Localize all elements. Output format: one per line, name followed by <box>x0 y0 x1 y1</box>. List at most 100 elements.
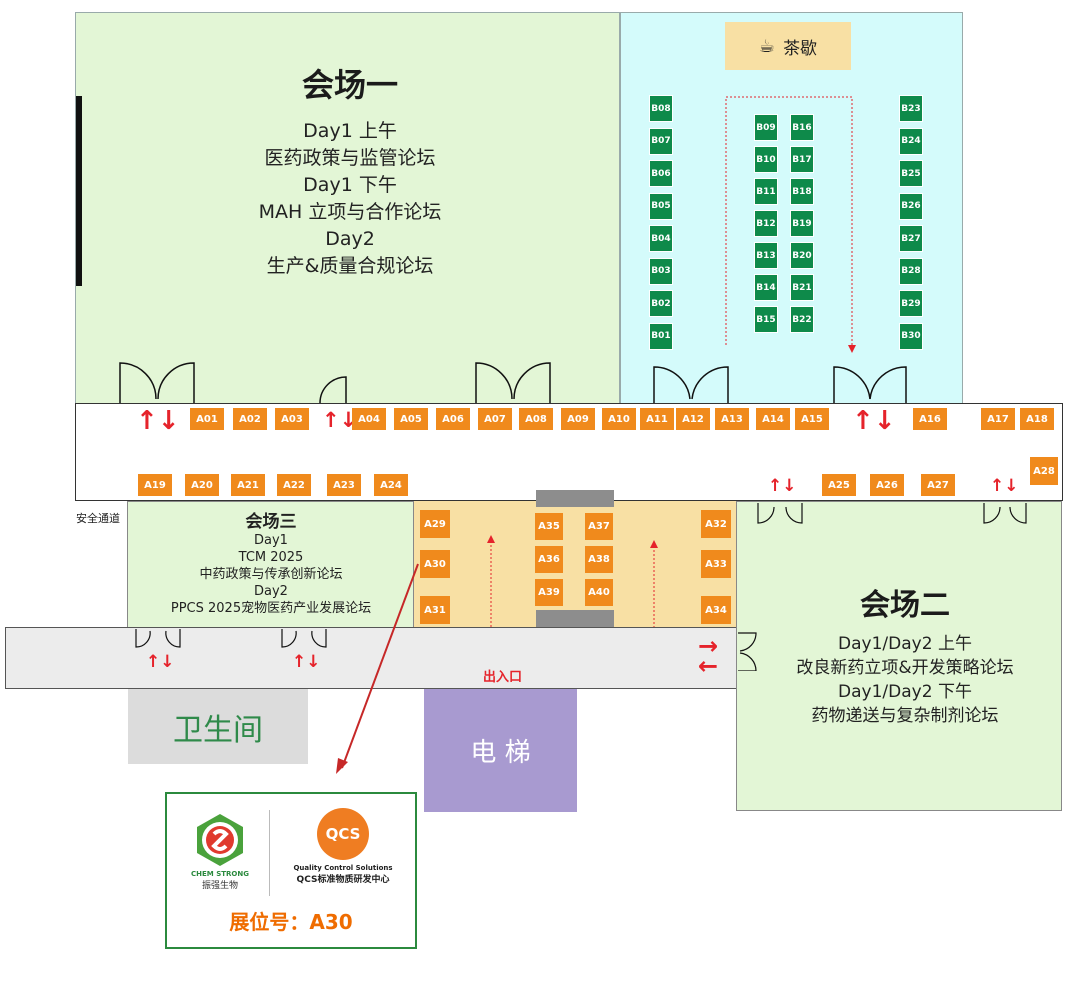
booth-b04[interactable]: B04 <box>649 225 673 252</box>
booth-a36[interactable]: A36 <box>535 546 563 573</box>
b-area-flow-path <box>725 96 856 353</box>
booth-a14[interactable]: A14 <box>756 408 790 430</box>
booth-a32[interactable]: A32 <box>701 510 731 538</box>
hall-1-line: Day1 上午 <box>303 120 397 142</box>
booth-b27[interactable]: B27 <box>899 225 923 252</box>
booth-b06[interactable]: B06 <box>649 160 673 187</box>
booth-b26[interactable]: B26 <box>899 192 923 220</box>
booth-a30[interactable]: A30 <box>420 550 450 578</box>
booth-a40[interactable]: A40 <box>585 579 613 606</box>
restroom-label: 卫生间 <box>173 712 263 748</box>
booth-b08[interactable]: B08 <box>649 95 673 122</box>
booth-a09[interactable]: A09 <box>561 408 595 430</box>
booth-b28[interactable]: B28 <box>899 257 923 285</box>
booth-a08[interactable]: A08 <box>519 408 553 430</box>
booth-a37[interactable]: A37 <box>585 513 613 540</box>
exhibitor-card: CHEM STRONG 振强生物 QCS Quality Control Sol… <box>165 792 417 949</box>
booth-b20[interactable]: B20 <box>790 242 814 269</box>
booth-a19[interactable]: A19 <box>138 474 172 496</box>
entrance-label: 出入口 <box>483 670 523 685</box>
booth-a12[interactable]: A12 <box>676 408 710 430</box>
booth-a33[interactable]: A33 <box>701 550 731 578</box>
hall-3-line: Day1 <box>254 533 288 548</box>
hall-1-room <box>75 12 620 404</box>
booth-a17[interactable]: A17 <box>981 408 1015 430</box>
elevator: 电 梯 <box>424 689 577 812</box>
booth-a21[interactable]: A21 <box>231 474 265 496</box>
booth-b01[interactable]: B01 <box>649 322 673 350</box>
booth-a03[interactable]: A03 <box>275 408 309 430</box>
booth-a22[interactable]: A22 <box>277 474 311 496</box>
booth-a38[interactable]: A38 <box>585 546 613 573</box>
booth-a16[interactable]: A16 <box>913 408 947 430</box>
booth-a31[interactable]: A31 <box>420 596 450 624</box>
booth-a29[interactable]: A29 <box>420 510 450 538</box>
booth-b14[interactable]: B14 <box>754 274 778 301</box>
booth-a06[interactable]: A06 <box>436 408 470 430</box>
booth-b13[interactable]: B13 <box>754 242 778 269</box>
booth-a39[interactable]: A39 <box>535 579 563 606</box>
qcs-mark-text: QCS <box>325 825 361 843</box>
booth-b02[interactable]: B02 <box>649 290 673 317</box>
booth-a27[interactable]: A27 <box>921 474 955 496</box>
entry-exit-arrows: ↑↓ <box>322 408 358 432</box>
booth-b22[interactable]: B22 <box>790 306 814 333</box>
booth-b24[interactable]: B24 <box>899 127 923 155</box>
hall-2-line: 改良新药立项&开发策略论坛 <box>796 658 1014 678</box>
booth-a18[interactable]: A18 <box>1020 408 1054 430</box>
booth-b15[interactable]: B15 <box>754 306 778 333</box>
coffee-cup-icon: ☕ <box>758 35 776 57</box>
booth-a02[interactable]: A02 <box>233 408 267 430</box>
elevator-label: 电 梯 <box>470 738 531 768</box>
hall-3-line: TCM 2025 <box>238 550 304 565</box>
booth-a26[interactable]: A26 <box>870 474 904 496</box>
booth-a11[interactable]: A11 <box>640 408 674 430</box>
tea-break-sign: ☕ 茶歇 <box>725 22 851 70</box>
booth-a35[interactable]: A35 <box>535 513 563 540</box>
hall-3-info: 会场三 Day1 TCM 2025 中药政策与传承创新论坛 Day2 PPCS … <box>140 512 402 617</box>
hall-1-line: Day2 <box>325 228 375 250</box>
hall-2-room <box>736 501 1062 811</box>
hall-1-info: 会场一 Day1 上午 医药政策与监管论坛 Day1 下午 MAH 立项与合作论… <box>200 60 500 280</box>
booth-b05[interactable]: B05 <box>649 192 673 220</box>
booth-b11[interactable]: B11 <box>754 178 778 205</box>
chem-strong-name: CHEM STRONG <box>191 870 249 878</box>
booth-b07[interactable]: B07 <box>649 127 673 155</box>
booth-b19[interactable]: B19 <box>790 210 814 237</box>
entry-exit-arrows: ↑↓ <box>768 476 797 496</box>
hall-3-doors <box>135 629 327 648</box>
entry-exit-arrows: ↑↓ <box>136 406 180 436</box>
booth-b09[interactable]: B09 <box>754 114 778 141</box>
hall-1-title: 会场一 <box>301 66 398 104</box>
booth-a01[interactable]: A01 <box>190 408 224 430</box>
booth-a07[interactable]: A07 <box>478 408 512 430</box>
booth-b12[interactable]: B12 <box>754 210 778 237</box>
booth-a04[interactable]: A04 <box>352 408 386 430</box>
hall-1-line: MAH 立项与合作论坛 <box>258 201 442 223</box>
booth-b29[interactable]: B29 <box>899 290 923 317</box>
entry-exit-arrows: ↑↓ <box>146 652 175 672</box>
booth-b17[interactable]: B17 <box>790 146 814 173</box>
booth-a24[interactable]: A24 <box>374 474 408 496</box>
booth-b23[interactable]: B23 <box>899 95 923 122</box>
booth-b10[interactable]: B10 <box>754 146 778 173</box>
booth-b16[interactable]: B16 <box>790 114 814 141</box>
booth-a13[interactable]: A13 <box>715 408 749 430</box>
booth-b18[interactable]: B18 <box>790 178 814 205</box>
booth-a23[interactable]: A23 <box>327 474 361 496</box>
hall-doors-top <box>119 362 907 404</box>
hall-3-room <box>127 501 414 628</box>
booth-a28[interactable]: A28 <box>1030 457 1058 485</box>
booth-b21[interactable]: B21 <box>790 274 814 301</box>
booth-a20[interactable]: A20 <box>185 474 219 496</box>
booth-a15[interactable]: A15 <box>795 408 829 430</box>
booth-b03[interactable]: B03 <box>649 257 673 285</box>
booth-b25[interactable]: B25 <box>899 160 923 187</box>
booth-b30[interactable]: B30 <box>899 322 923 350</box>
hall-3-title: 会场三 <box>245 512 297 532</box>
booth-a10[interactable]: A10 <box>602 408 636 430</box>
booth-a25[interactable]: A25 <box>822 474 856 496</box>
hall-2-line: Day1/Day2 下午 <box>838 682 972 702</box>
booth-a05[interactable]: A05 <box>394 408 428 430</box>
booth-a34[interactable]: A34 <box>701 596 731 624</box>
